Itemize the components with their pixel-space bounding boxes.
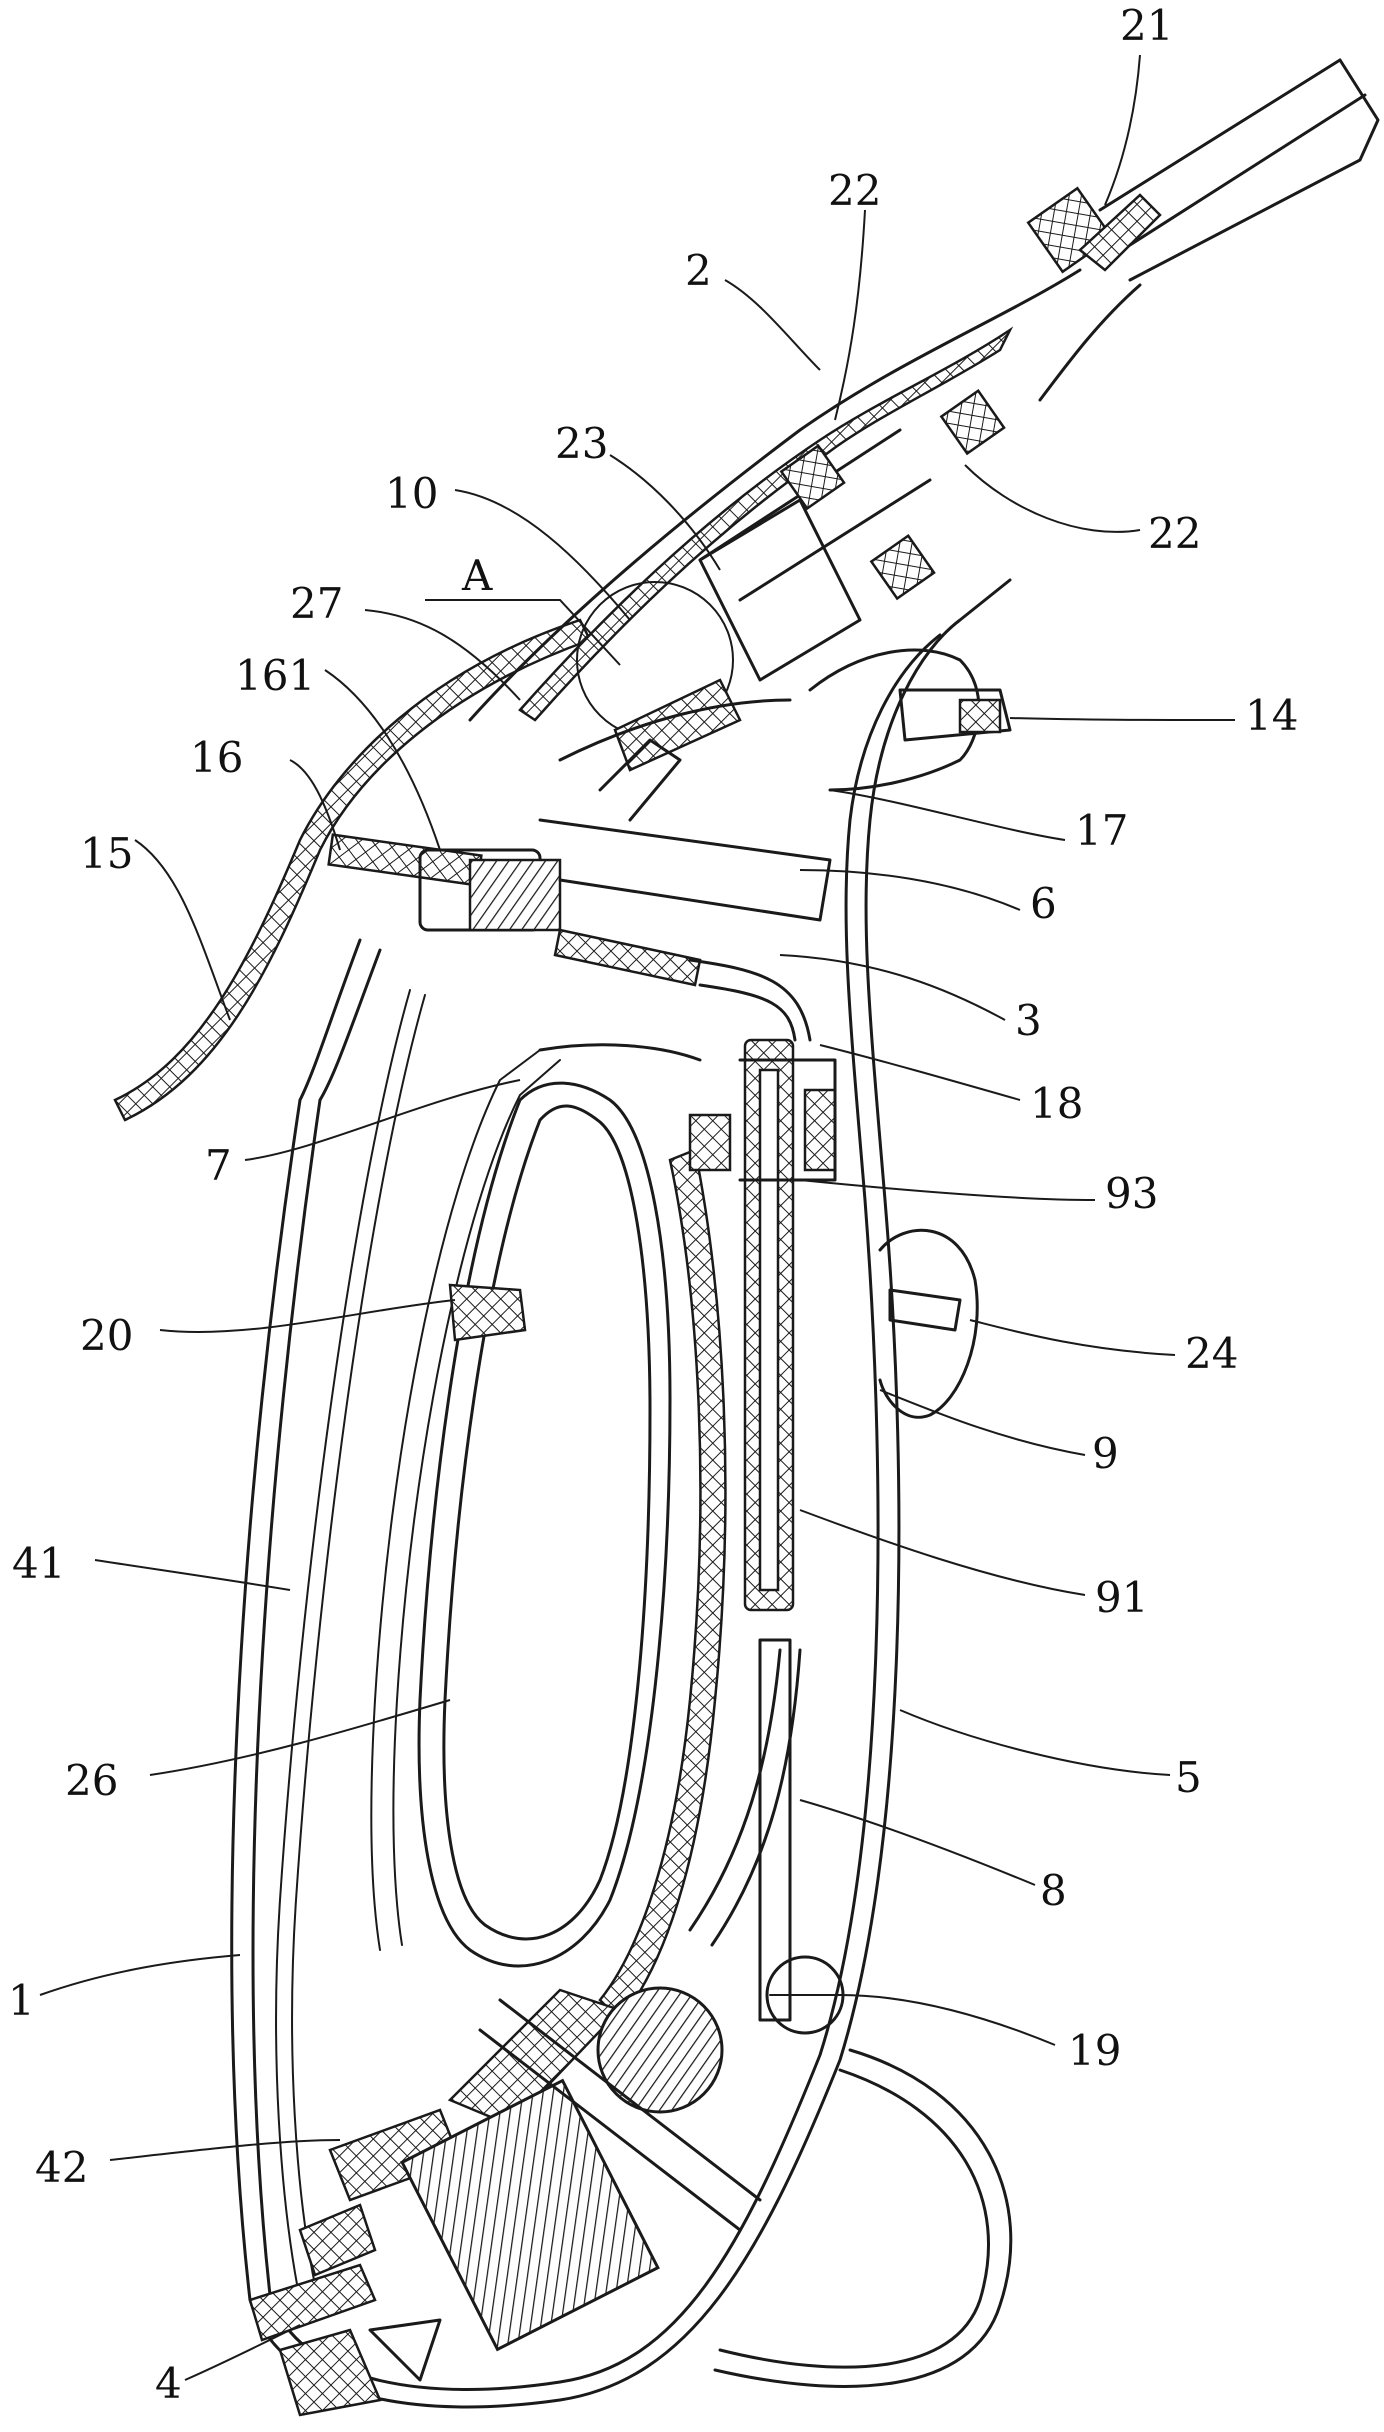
trigger: [113, 618, 592, 1122]
side-button: [878, 1228, 979, 1419]
inner-liner: [275, 989, 426, 2301]
label-93: 93: [1105, 1169, 1158, 1218]
label-23: 23: [555, 419, 608, 468]
reference-labels: 21 22 2 22 23 10 A 27 161 14 16 17 15 6 …: [8, 1, 1298, 2408]
label-91: 91: [1095, 1573, 1148, 1622]
bottom-assembly: [248, 1986, 762, 2417]
leader-lines: [39, 54, 1236, 2381]
pump-chamber: [327, 648, 1012, 1042]
label-7: 7: [205, 1141, 232, 1190]
water-tank: [417, 1081, 727, 2022]
label-22-right: 22: [1148, 509, 1201, 558]
label-22-top: 22: [828, 166, 881, 215]
label-3: 3: [1015, 996, 1042, 1045]
label-21: 21: [1120, 1, 1173, 50]
label-24: 24: [1185, 1329, 1238, 1378]
label-41: 41: [12, 1539, 65, 1588]
lower-tube: [688, 1648, 845, 2035]
label-26: 26: [65, 1756, 118, 1805]
label-42: 42: [35, 2143, 88, 2192]
pump-column: [688, 1038, 837, 2022]
label-20: 20: [80, 1311, 133, 1360]
label-9: 9: [1092, 1429, 1119, 1478]
label-16: 16: [190, 733, 243, 782]
label-6: 6: [1030, 879, 1057, 928]
label-161: 161: [235, 651, 315, 700]
label-15: 15: [80, 829, 133, 878]
label-8: 8: [1040, 1866, 1067, 1915]
label-4: 4: [155, 2359, 182, 2408]
head-assembly: [468, 58, 1380, 772]
label-1: 1: [8, 1976, 35, 2025]
label-A: A: [461, 551, 493, 600]
label-2: 2: [685, 246, 712, 295]
label-10: 10: [385, 469, 438, 518]
inner-frame: [370, 1043, 702, 1951]
label-17: 17: [1075, 806, 1128, 855]
label-27: 27: [290, 579, 343, 628]
power-cord: [713, 2048, 1013, 2388]
label-19: 19: [1068, 2026, 1121, 2075]
main-housing: [230, 578, 1012, 2409]
label-18: 18: [1030, 1079, 1083, 1128]
label-14: 14: [1245, 691, 1298, 740]
label-5: 5: [1175, 1753, 1202, 1802]
